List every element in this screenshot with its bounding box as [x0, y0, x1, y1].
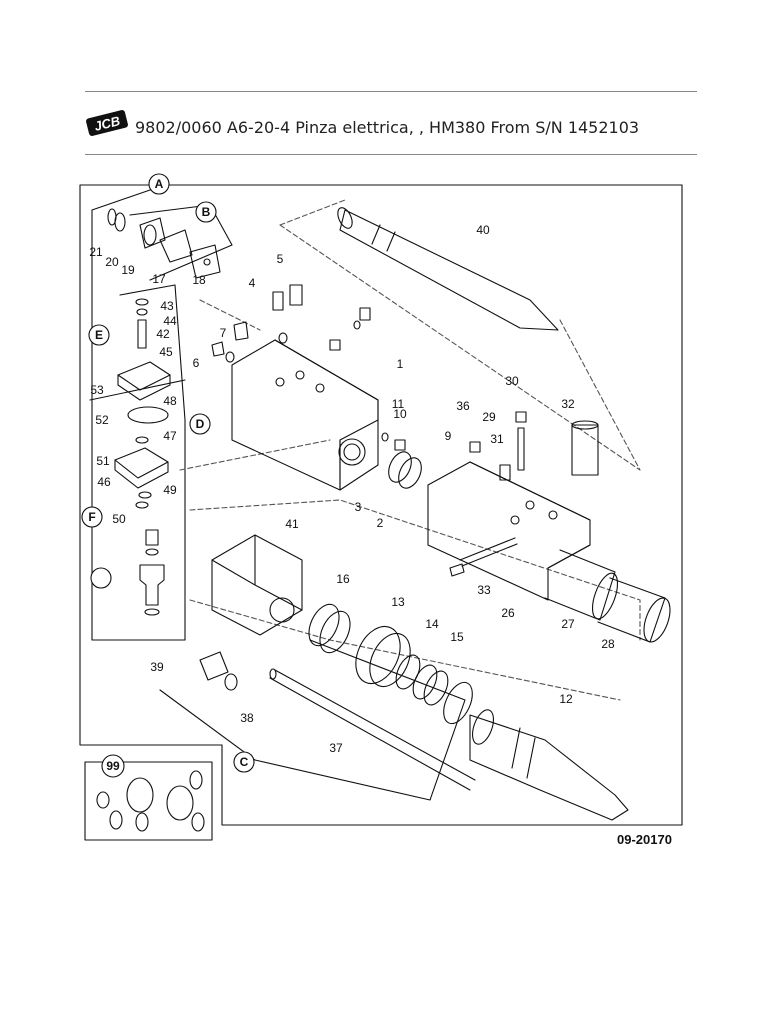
- part-12-piston: [469, 709, 629, 821]
- part-41-block: [211, 534, 303, 636]
- drawing-reference: 09-20170: [617, 832, 672, 847]
- part-28-sleeve: [597, 577, 671, 643]
- part-label-32: 32: [561, 397, 575, 411]
- group-letter-callouts: [81, 173, 255, 778]
- diagram-frame: [79, 184, 683, 826]
- part-40-chisel: [337, 207, 559, 331]
- part-label-46: 46: [97, 475, 111, 489]
- part-label-44: 44: [163, 314, 177, 328]
- part-label-16: 16: [336, 572, 350, 586]
- group-letter-d: D: [196, 417, 205, 431]
- group-letter-a: A: [155, 177, 164, 191]
- part-label-50: 50: [112, 512, 126, 526]
- part-1-body-block: [231, 339, 379, 491]
- part-label-1: 1: [397, 357, 404, 371]
- part-label-15: 15: [450, 630, 464, 644]
- part-label-9: 9: [445, 429, 452, 443]
- part-label-38: 38: [240, 711, 254, 725]
- part-label-48: 48: [163, 394, 177, 408]
- top-rule: [85, 91, 697, 92]
- part-26-valve-body: [427, 461, 591, 601]
- part-label-33: 33: [477, 583, 491, 597]
- part-label-7: 7: [220, 326, 227, 340]
- parts-38-39: [199, 651, 238, 691]
- part-label-40: 40: [476, 223, 490, 237]
- part-label-53: 53: [90, 383, 104, 397]
- valve-parts: [449, 411, 599, 577]
- small-fittings: [211, 284, 511, 481]
- part-13-ring: [355, 625, 401, 685]
- group-d-parts: [114, 298, 171, 509]
- group-d-outline: [89, 284, 186, 641]
- part-label-41: 41: [285, 517, 299, 531]
- part-label-37: 37: [329, 741, 343, 755]
- part-label-10: 10: [393, 407, 407, 421]
- logo-lettering: JCB: [93, 113, 122, 134]
- group-b-outline: [129, 204, 233, 281]
- group-c-outline: [159, 639, 466, 801]
- page-title: 9802/0060 A6-20-4 Pinza elettrica, , HM3…: [135, 118, 640, 137]
- kit-99-box: [84, 761, 213, 841]
- part-label-36: 36: [456, 399, 470, 413]
- part-label-18: 18: [192, 273, 206, 287]
- part-label-52: 52: [95, 413, 109, 427]
- part-label-21: 21: [89, 245, 103, 259]
- bottom-rule: [85, 154, 697, 155]
- group-letter-f: F: [88, 510, 95, 524]
- part-label-51: 51: [96, 454, 110, 468]
- part-label-13: 13: [391, 595, 405, 609]
- group-letter-e: E: [95, 328, 103, 342]
- part-label-26: 26: [501, 606, 515, 620]
- part-label-6: 6: [193, 356, 200, 370]
- part-label-4: 4: [249, 276, 256, 290]
- part-label-28: 28: [601, 637, 615, 651]
- part-label-14: 14: [425, 617, 439, 631]
- part-label-5: 5: [277, 252, 284, 266]
- part-label-2: 2: [377, 516, 384, 530]
- part-label-17: 17: [152, 272, 166, 286]
- seal-rings: [308, 451, 473, 725]
- part-label-45: 45: [159, 345, 173, 359]
- part-label-19: 19: [121, 263, 135, 277]
- part-label-12: 12: [559, 692, 573, 706]
- part-27-sleeve: [544, 549, 619, 621]
- part-label-43: 43: [160, 299, 174, 313]
- part-label-3: 3: [355, 500, 362, 514]
- part-label-47: 47: [163, 429, 177, 443]
- part-label-20: 20: [105, 255, 119, 269]
- group-a-outline: [91, 189, 186, 641]
- part-label-29: 29: [482, 410, 496, 424]
- part-label-39: 39: [150, 660, 164, 674]
- part-label-30: 30: [505, 374, 519, 388]
- group-letter-c: C: [240, 755, 249, 769]
- part-label-42: 42: [156, 327, 170, 341]
- part-label-27: 27: [561, 617, 575, 631]
- part-label-49: 49: [163, 483, 177, 497]
- part-37-rod: [269, 668, 476, 791]
- kit-label-99: 99: [106, 759, 120, 773]
- part-label-11: 11: [392, 397, 405, 411]
- group-b-parts: [107, 208, 221, 279]
- jcb-logo: JCB: [86, 110, 128, 136]
- part-label-31: 31: [490, 432, 504, 446]
- group-e-parts: [139, 529, 165, 616]
- group-letter-b: B: [202, 205, 211, 219]
